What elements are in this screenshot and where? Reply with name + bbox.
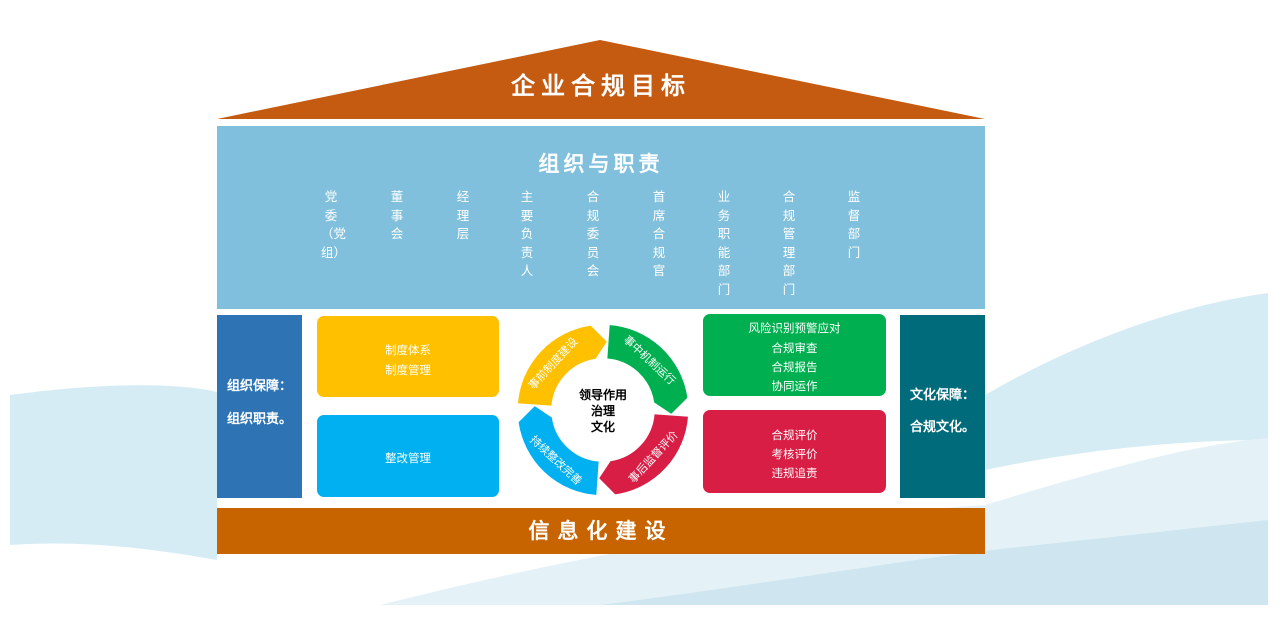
cycle-segment-after (597, 412, 690, 496)
left-pillar-line2: 组织职责。 (227, 412, 293, 427)
left-pillar-line1: 组织保障： (227, 379, 293, 394)
org-column-party-committee: 党委（党组） (321, 189, 347, 260)
institution-item-2: 制度管理 (385, 363, 431, 377)
org-column-management: 经理层 (456, 189, 470, 242)
org-column-compliance-committee: 合规委员会 (586, 189, 600, 279)
mechanism-item-4: 协同运作 (771, 379, 818, 393)
roof-title: 企业合规目标 (511, 72, 691, 100)
left-pillar: 组织保障： 组织职责。 (217, 315, 302, 498)
institution-box: 制度体系 制度管理 (317, 316, 499, 397)
cycle-center-line2: 治理 (591, 403, 615, 418)
evaluation-box: 合规评价 考核评价 违规追责 (703, 410, 886, 493)
org-column-business-departments: 业务职能部门 (717, 189, 731, 297)
rectification-box: 整改管理 (317, 415, 499, 497)
org-column-supervision: 监督部门 (847, 189, 861, 260)
information-construction-band: 信息化建设 (217, 508, 985, 554)
evaluation-item-2: 考核评价 (771, 447, 818, 461)
cycle-segment-before (516, 324, 609, 408)
evaluation-item-3: 违规追责 (771, 466, 818, 480)
right-pillar: 文化保障： 合规文化。 (900, 315, 985, 498)
cycle-center-line3: 文化 (591, 419, 615, 434)
roof-shape (217, 40, 985, 119)
cycle-segment-continuous (517, 404, 601, 497)
rectification-item-1: 整改管理 (385, 451, 431, 465)
org-column-compliance-department: 合规管理部门 (782, 189, 796, 297)
cycle-center-circle (553, 360, 653, 460)
right-pillar-line2: 合规文化。 (910, 420, 976, 435)
right-pillar-line1: 文化保障： (910, 388, 976, 403)
cycle-diagram: 领导作用 治理 文化 事前制度建设事中机制运行事后监督评价持续整改完善 (516, 323, 690, 497)
organization-title: 组织与职责 (538, 152, 664, 176)
mechanism-item-2: 合规审查 (771, 341, 818, 355)
cycle-center-line1: 领导作用 (579, 387, 627, 402)
org-column-board: 董事会 (390, 189, 404, 242)
org-column-principal: 主要负责人 (520, 189, 534, 279)
mechanism-item-3: 合规报告 (771, 360, 818, 374)
mechanism-item-1: 风险识别预警应对 (748, 321, 841, 335)
cycle-segment-during (605, 323, 689, 416)
mechanism-box: 风险识别预警应对 合规审查 合规报告 协同运作 (703, 314, 886, 396)
org-column-chief-compliance-officer: 首席合规官 (652, 189, 666, 279)
institution-item-1: 制度体系 (385, 343, 431, 357)
organization-band: 组织与职责 党委（党组） 董事会 经理层 主要负责人 合规委员会 首席合规官 业… (217, 126, 985, 309)
evaluation-item-1: 合规评价 (771, 428, 818, 442)
